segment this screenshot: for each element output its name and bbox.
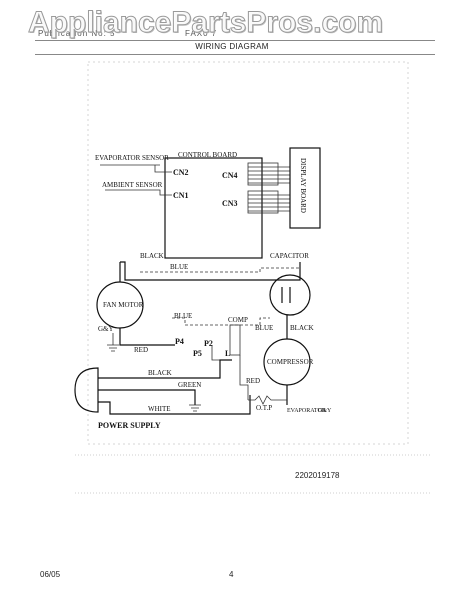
cn3-label: CN3 xyxy=(222,199,238,208)
fan-motor-label: FAN MOTOR xyxy=(103,301,144,309)
header-rule-bottom xyxy=(35,54,435,55)
watermark-logo: AppliancePartsPros.com xyxy=(27,6,384,40)
fan-motor-red-wire xyxy=(119,328,175,346)
gy-right-label: G&Y xyxy=(318,408,332,414)
cn3-cable xyxy=(247,190,290,214)
display-board-box xyxy=(289,147,321,229)
l-label: L xyxy=(225,349,230,358)
ground-symbol-bottom xyxy=(189,404,201,412)
ambient-sensor-label: AMBIENT SENSOR xyxy=(102,181,163,189)
otp-label: O.T.P xyxy=(256,404,272,412)
evaporator-label: EVAPORATOR xyxy=(287,408,326,414)
diagram-border xyxy=(87,61,409,445)
p2-wire xyxy=(211,345,225,361)
p4-label: P4 xyxy=(175,337,184,346)
capacitor-label: CAPACITOR xyxy=(270,252,309,260)
footer-page-number: 4 xyxy=(229,570,234,579)
header-rule-top xyxy=(35,40,435,41)
blue-top-label: BLUE xyxy=(170,263,188,271)
ground-symbol-left xyxy=(107,333,119,352)
red-left-label: RED xyxy=(134,346,148,354)
part-number: 2202019178 xyxy=(295,471,340,480)
gy-left-label: G&Y xyxy=(98,325,114,333)
black-top-label: BLACK xyxy=(140,252,164,260)
green-label: GREEN xyxy=(178,381,201,389)
power-supply-label: POWER SUPPLY xyxy=(98,421,161,430)
display-board-label: DISPLAY BOARD xyxy=(299,158,307,213)
black-wire-bottom xyxy=(98,359,232,379)
header-left-text: Publication No: 5 xyxy=(38,29,116,38)
blue-wire-mid xyxy=(172,317,270,326)
control-board-box xyxy=(164,157,263,259)
compressor-label: COMPRESSOR xyxy=(267,358,314,366)
green-wire xyxy=(98,389,196,405)
evaporator-sensor-label: EVAPORATOR SENSOR xyxy=(95,154,169,162)
header-right-text: FAX0 7 xyxy=(185,29,218,38)
white-label: WHITE xyxy=(148,405,171,413)
cn1-label: CN1 xyxy=(173,191,189,200)
cn4-cable xyxy=(247,162,290,186)
blue-right-label: BLUE xyxy=(255,324,273,332)
evaporator-sensor-wire xyxy=(100,164,172,173)
white-wire xyxy=(98,395,251,415)
cn4-label: CN4 xyxy=(222,171,238,180)
footer-date: 06/05 xyxy=(40,570,61,579)
cn2-label: CN2 xyxy=(173,168,189,177)
control-board-label: CONTROL BOARD xyxy=(178,151,237,159)
blue-wire-top xyxy=(140,267,300,273)
otp-symbol xyxy=(248,395,287,405)
red-wire-bottom xyxy=(239,355,249,400)
blue-mid-label: BLUE xyxy=(174,312,192,320)
comp-relay xyxy=(229,324,241,356)
p2-label: P2 xyxy=(204,339,213,348)
black-wire-top xyxy=(120,261,301,281)
page-title: WIRING DIAGRAM xyxy=(195,42,269,51)
power-plug-symbol xyxy=(74,367,99,413)
comp-label: COMP xyxy=(228,316,248,324)
red-bottom-label: RED xyxy=(246,377,260,385)
black-right-label: BLACK xyxy=(290,324,314,332)
black-bottom-label: BLACK xyxy=(148,369,172,377)
p5-label: P5 xyxy=(193,349,202,358)
capacitor-symbol xyxy=(269,274,311,316)
ambient-sensor-wire xyxy=(105,189,172,196)
